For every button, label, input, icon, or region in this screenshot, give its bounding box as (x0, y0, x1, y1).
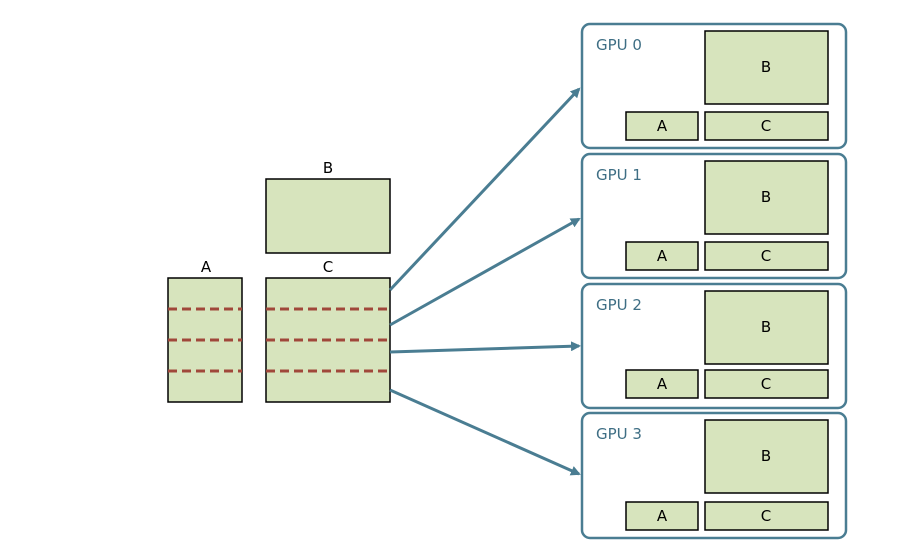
gpu-0-matrix-c-label: C (761, 117, 771, 135)
source-matrices: A B C (167, 159, 391, 403)
gpu-3-matrix-a (625, 501, 699, 531)
gpu-2-panel: GPU 2 B A C (580, 282, 848, 410)
matrix-c-label: C (323, 258, 333, 276)
gpu-1-matrix-b-label: B (761, 188, 771, 206)
gpu-3-matrix-b-label: B (761, 447, 771, 465)
gpu-0-title: GPU 0 (596, 36, 642, 54)
arrow-to-gpu-0 (388, 87, 581, 292)
gpu-0-matrix-b (704, 30, 829, 105)
gpu-0-panel: GPU 0 B A C (580, 22, 848, 150)
matrix-b (265, 178, 391, 254)
gpu-3-matrix-c (704, 501, 829, 531)
gpu-0-matrix-b-label: B (761, 58, 771, 76)
gpu-1-title: GPU 1 (596, 166, 642, 184)
distribution-arrows (388, 87, 581, 476)
gpu-1-matrix-a-label: A (657, 247, 668, 265)
gpu-3-matrix-b (704, 419, 829, 494)
gpu-2-matrix-c-label: C (761, 375, 771, 393)
arrow-to-gpu-3 (389, 388, 581, 476)
gpu-3-matrix-a-label: A (657, 507, 668, 525)
gpu-3-panel: GPU 3 B A C (580, 411, 848, 540)
matrix-a-label: A (201, 258, 212, 276)
gpu-2-matrix-b-label: B (761, 318, 771, 336)
gpu-0-matrix-c (704, 111, 829, 141)
gpu-0-matrix-a (625, 111, 699, 141)
gpu-2-matrix-c (704, 369, 829, 399)
arrow-to-gpu-1 (389, 217, 581, 327)
gpu-1-panel: GPU 1 B A C (580, 152, 848, 280)
gpu-1-matrix-b (704, 160, 829, 235)
gpu-2-title: GPU 2 (596, 296, 642, 314)
gpu-0-matrix-a-label: A (657, 117, 668, 135)
gpu-2-matrix-a (625, 369, 699, 399)
matrix-b-label: B (323, 159, 333, 177)
gpu-1-matrix-c-label: C (761, 247, 771, 265)
gpu-1-matrix-c (704, 241, 829, 271)
gpu-3-title: GPU 3 (596, 425, 642, 443)
gpu-1-matrix-a (625, 241, 699, 271)
gpu-3-matrix-c-label: C (761, 507, 771, 525)
gpu-2-matrix-b (704, 290, 829, 365)
gpu-2-matrix-a-label: A (657, 375, 668, 393)
arrow-to-gpu-2 (389, 341, 581, 354)
